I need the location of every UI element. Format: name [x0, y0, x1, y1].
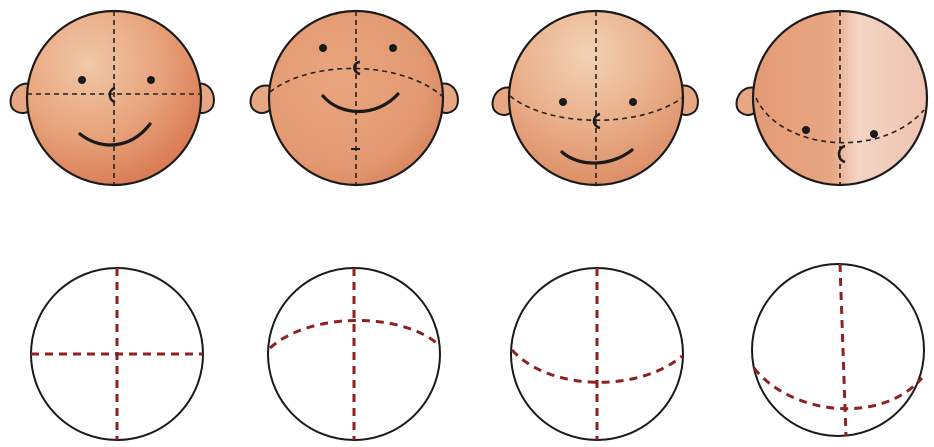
- guide-circle: [752, 264, 924, 436]
- left-eye: [319, 44, 327, 52]
- guide-circle-front: [31, 268, 203, 440]
- guide-circle-tilt-down-far: [752, 264, 924, 436]
- guide-circle-tilt-back: [268, 268, 440, 440]
- face-front: [11, 11, 214, 185]
- left-eye: [559, 98, 567, 106]
- right-eye: [629, 98, 637, 106]
- face-tilt-back: [251, 11, 458, 185]
- right-eye: [870, 130, 878, 138]
- left-eye: [78, 76, 86, 84]
- face-tilt-down-far: [737, 11, 927, 185]
- right-eye: [389, 44, 397, 52]
- guide-circle-tilt-down: [511, 268, 683, 440]
- face-tilt-down: [493, 11, 698, 185]
- right-eye: [147, 76, 155, 84]
- left-eye: [802, 126, 810, 134]
